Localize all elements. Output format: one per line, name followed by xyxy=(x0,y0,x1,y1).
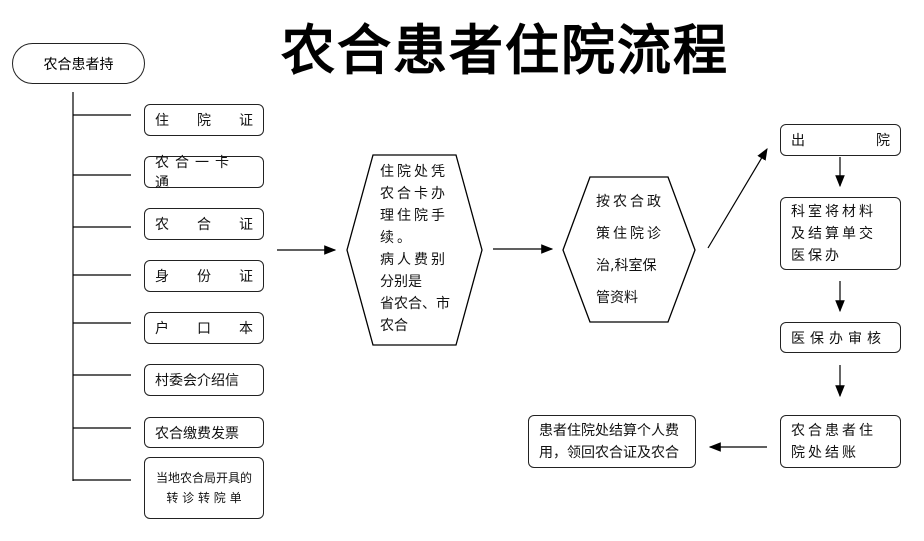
char: 证 xyxy=(239,113,253,129)
char: 院 xyxy=(876,133,890,149)
char: 证 xyxy=(239,269,253,285)
text-line: 理住院手 xyxy=(380,208,448,224)
text-line: 农合卡办 xyxy=(380,186,448,202)
char: 合 xyxy=(197,217,211,233)
doc-ncms-certificate: 农合证 xyxy=(144,208,264,240)
char: 户 xyxy=(155,321,169,337)
text-line: 按农合政 xyxy=(596,194,664,210)
text-line: 治,科室保 xyxy=(596,258,657,274)
doc-household-register: 户口本 xyxy=(144,312,264,344)
text-line: 农合 xyxy=(380,318,408,334)
doc-ncms-card: 农合一卡通 xyxy=(144,155,264,191)
doc-village-letter: 村委会介绍信 xyxy=(144,364,264,396)
doc-id-card: 身份证 xyxy=(144,260,264,292)
char: 身 xyxy=(155,269,169,285)
char: 口 xyxy=(197,321,211,337)
doc-payment-invoice: 农合缴费发票 xyxy=(144,417,264,448)
text-line: 省农合、市 xyxy=(380,296,450,312)
referral-line2: 转 诊 转 院 单 xyxy=(166,491,242,505)
char: 农 xyxy=(155,217,169,233)
char: 出 xyxy=(791,133,805,149)
char: 证 xyxy=(239,217,253,233)
insurance-review-box: 医保办审核 xyxy=(780,322,901,353)
final-box: 患者住院处结算个人费用，领回农合证及农合 xyxy=(528,415,696,468)
discharge-box: 出院 xyxy=(780,124,901,156)
text-line: 住院处凭 xyxy=(380,164,448,180)
text-line: 病人费别 xyxy=(380,252,448,268)
submit-materials-box: 科室将材料及结算单交医保办 xyxy=(780,197,901,270)
char: 住 xyxy=(155,113,169,129)
text-line: 策住院诊 xyxy=(596,226,664,242)
doc-referral-form: 当地农合局开具的 转 诊 转 院 单 xyxy=(144,457,264,519)
char: 院 xyxy=(197,113,211,129)
step2-hexagon xyxy=(562,176,696,323)
referral-line1: 当地农合局开具的 xyxy=(155,471,252,485)
char: 份 xyxy=(197,269,211,285)
step2-text: 按农合政 策住院诊 治,科室保 管资料 xyxy=(596,186,664,314)
text-line: 管资料 xyxy=(596,290,638,306)
start-node: 农合患者持 xyxy=(12,43,145,84)
text-line: 续。 xyxy=(380,230,414,246)
arrow-to-discharge xyxy=(707,147,768,249)
doc-hospital-card: 住院证 xyxy=(144,104,264,136)
text-line: 分别是 xyxy=(380,274,422,290)
char: 本 xyxy=(239,321,253,337)
settlement-box: 农合患者住院处结账 xyxy=(780,415,901,468)
step1-hexagon xyxy=(346,154,483,346)
page-title: 农合患者住院流程 xyxy=(281,18,729,82)
step1-text: 住院处凭 农合卡办 理住院手 续。 病人费别 分别是 省农合、市 农合 xyxy=(380,161,450,337)
